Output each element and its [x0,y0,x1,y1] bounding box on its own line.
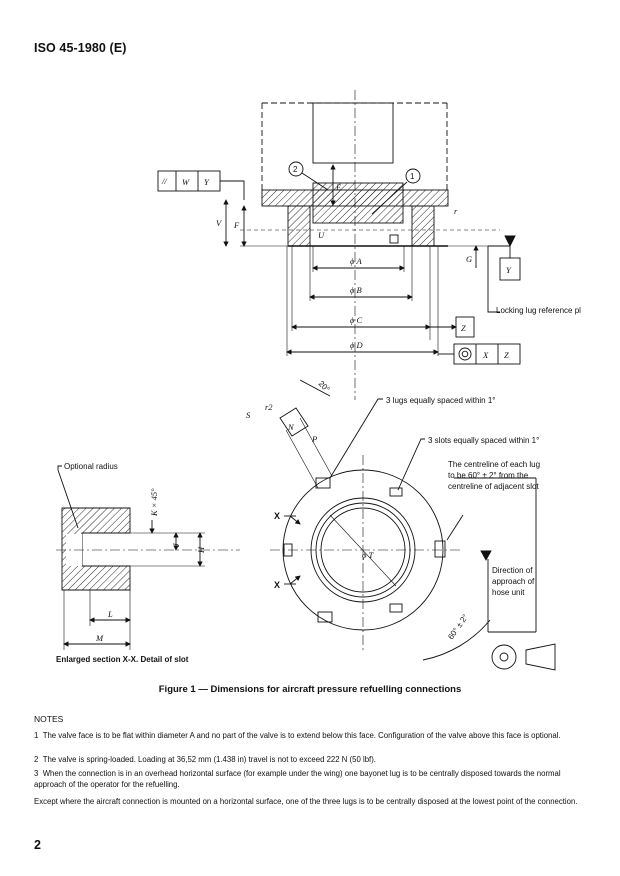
frame-parallel: // [161,176,168,186]
section-view [56,465,240,650]
frame-Z: Z [504,350,509,360]
dim-F: F [233,220,240,230]
note-2: 2 The valve is spring-loaded. Loading at… [34,754,590,765]
centreline-note-3: centreline of adjacent slot [448,482,540,491]
frame-Y: Y [204,177,210,187]
dim-phi-A: ϕ A [350,256,363,266]
plan-view-labels: 20° S r2 N P ϕ T X X 3 lugs equally spac… [246,379,540,641]
lugs-note: 3 lugs equally spaced within 1° [386,396,496,405]
note-2-number: 2 [34,755,39,764]
note-3-number: 3 [34,769,39,778]
note-3-text: When the connection is in an overhead ho… [34,769,561,789]
dim-U: U [318,230,325,240]
angle-60: 60° ± 2° [446,613,470,642]
note-3: 3 When the connection is in an overhead … [34,768,590,790]
dim-V: V [216,218,223,228]
note-1-number: 1 [34,731,39,740]
dim-G: G [466,254,472,264]
top-view [157,90,521,400]
notes-heading: NOTES [34,714,64,724]
top-view-labels: 1 2 E V F U r G ϕ A ϕ B ϕ C ϕ D // W Y Y… [161,165,581,360]
standard-designation: ISO 45-1980 (E) [34,41,127,55]
section-mark-x-top: X [274,511,280,521]
section-view-labels: Optional radius K × 45° J H L M Enlarged… [56,462,206,664]
dim-L: L [107,609,113,619]
balloon-2: 2 [293,165,298,174]
dim-phi-D: ϕ D [350,340,364,350]
centreline-note-1: The centreline of each lug [448,460,540,469]
datum-Y: Y [506,265,512,275]
angle-20: 20° [317,379,332,394]
slots-note: 3 slots equally spaced within 1° [428,436,539,445]
dim-r2: r2 [265,402,273,412]
dim-S: S [246,410,251,420]
section-mark-x-bottom: X [274,580,280,590]
technical-drawing: 1 2 E V F U r G ϕ A ϕ B ϕ C ϕ D // W Y Y… [56,90,581,671]
frame-W: W [182,177,190,187]
dim-phi-B: ϕ B [350,285,362,295]
page-number: 2 [34,838,41,852]
dim-P: P [311,434,317,444]
balloon-1: 1 [410,172,415,181]
dim-E: E [335,182,342,192]
note-2-text: The valve is spring-loaded. Loading at 3… [42,755,376,764]
direction-note-2: approach of [492,577,535,586]
dim-r: r [454,206,458,216]
dim-J: J [171,542,181,547]
figure-caption: Figure 1 — Dimensions for aircraft press… [158,684,462,695]
optional-radius-note: Optional radius [64,462,118,471]
dim-N: N [287,422,295,432]
datum-Z: Z [461,323,466,333]
note-1-text: The valve face is to be flat within diam… [42,731,561,740]
dim-H: H [196,546,206,554]
lug-reference-note: Locking lug reference pl [496,306,581,315]
direction-note-3: hose unit [492,588,525,597]
frame-X: X [482,350,489,360]
dim-phi-T: ϕ T [362,550,375,560]
closing-paragraph: Except where the aircraft connection is … [34,797,578,806]
direction-note-1: Direction of [492,566,533,575]
plan-view [270,379,556,671]
note-1: 1 The valve face is to be flat within di… [34,730,590,741]
dim-K: K × 45° [149,488,159,517]
dim-M: M [95,633,104,643]
section-title: Enlarged section X-X. Detail of slot [56,655,189,664]
centreline-note-2: to be 60° ± 2° from the [448,471,529,480]
dim-phi-C: ϕ C [350,315,363,325]
